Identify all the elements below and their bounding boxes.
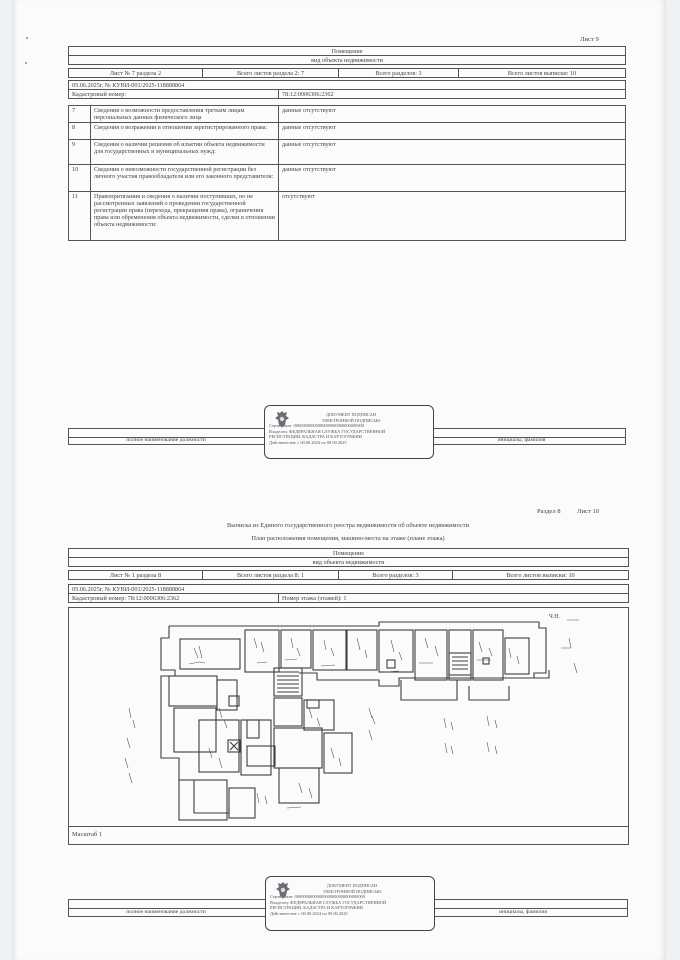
- total-sheets: Всего листов выписки: 10: [506, 571, 575, 579]
- stamp-validity: Действителен: с 00.00.2024 по 00.00.2025: [269, 439, 347, 445]
- object-type-caption: вид объекта недвижимости: [311, 56, 383, 64]
- signature-divider: [625, 428, 626, 444]
- stamp-certificate: Сертификат: 0000000000000000000000000000…: [270, 894, 365, 900]
- row-value: данные отсутствуют: [282, 166, 336, 173]
- position-caption: полное наименование должности: [126, 909, 206, 915]
- stamp-line: ДОКУМЕНТ ПОДПИСАН: [325, 412, 377, 417]
- row-value: данные отсутствуют: [282, 124, 336, 131]
- table-row: 9 Сведения о наличии решения об изъятии …: [68, 139, 626, 165]
- cadastral-row: Кадастровый номер: 78:12:0006306:2362: [68, 89, 626, 99]
- signature-divider: [68, 899, 69, 916]
- stamp-line: ЭЛЕКТРОННОЙ ПОДПИСЬЮ: [321, 417, 381, 423]
- stamp-owner-cont: РЕГИСТРАЦИИ, КАДАСТРА И КАРТОГРАФИИ: [269, 434, 362, 440]
- row-number: 9: [69, 140, 91, 164]
- coat-of-arms-icon: [276, 882, 290, 898]
- cadastral-label: Кадастровый номер:: [69, 90, 279, 98]
- row-label: Сведения о невозможности государственной…: [91, 165, 279, 191]
- coat-of-arms-icon: [275, 411, 289, 427]
- stamp-line: ДОКУМЕНТ ПОДПИСАН: [326, 883, 378, 888]
- row-label: Сведения о возможности предоставления тр…: [91, 106, 279, 122]
- sheets-in-section: Всего листов раздела 2: 7: [203, 69, 339, 77]
- stamp-validity: Действителен: с 00.00.2024 по 00.00.2025: [270, 910, 348, 916]
- sheet-label: Лист 9: [580, 36, 599, 43]
- table-row: 10 Сведения о невозможности государствен…: [68, 164, 626, 192]
- signature-divider: [627, 899, 628, 916]
- scale-label: Масштаб 1: [72, 831, 103, 838]
- row-label: Сведения о возражении в отношении зареги…: [91, 123, 279, 139]
- signature-divider: [68, 428, 69, 444]
- table-row: 11 Правопритязания и сведения о наличии …: [68, 191, 626, 241]
- table-row: 8 Сведения о возражении в отношении заре…: [68, 122, 626, 140]
- document-title: Выписка из Единого государственного реес…: [226, 522, 469, 529]
- section-label: Раздел 8: [537, 508, 561, 515]
- cadastral-value: 78:12:0006306:2362: [282, 90, 334, 98]
- row-number: 10: [69, 165, 91, 191]
- stamp-owner: Владелец: ФЕДЕРАЛЬНАЯ СЛУЖБА ГОСУДАРСТВЕ…: [269, 428, 386, 434]
- row-number: 11: [69, 192, 91, 240]
- total-sections: Всего разделов: 3: [339, 69, 459, 77]
- total-sections: Всего разделов: 3: [339, 571, 453, 579]
- object-type: Помещение: [333, 549, 364, 557]
- stamp-line: ЭЛЕКТРОННОЙ ПОДПИСЬЮ: [322, 888, 382, 894]
- object-type-caption-row: вид объекта недвижимости: [68, 557, 629, 567]
- row-value: отсутствуют: [282, 193, 315, 200]
- electronic-signature-stamp: ДОКУМЕНТ ПОДПИСАН ЭЛЕКТРОННОЙ ПОДПИСЬЮ С…: [265, 876, 435, 931]
- floor-plan-drawing: [124, 619, 579, 821]
- extract-number: 05.06.2025г. № КУВИ-001/2025-118888864: [72, 585, 185, 593]
- total-sheets: Всего листов выписки: 10: [507, 69, 577, 77]
- cadastral-row: Кадастровый номер: 78:12:0006306:2362 Но…: [68, 593, 629, 603]
- name-caption: инициалы, фамилия: [499, 909, 547, 915]
- sheet-in-section: Лист № 7 раздела 2: [69, 69, 203, 77]
- meta-row: Лист № 7 раздела 2 Всего листов раздела …: [68, 68, 626, 78]
- scale-divider: [69, 826, 628, 827]
- floor-number: Номер этажа (этажей): 1: [282, 594, 347, 602]
- row-value: данные отсутствуют: [282, 107, 336, 114]
- stamp-owner-cont: РЕГИСТРАЦИИ, КАДАСТРА И КАРТОГРАФИИ: [270, 905, 363, 911]
- floor-plan-frame: Ч.Н. Масштаб 1: [68, 607, 629, 845]
- meta-row: Лист № 1 раздела 8 Всего листов раздела …: [68, 570, 629, 580]
- scan-speck: [25, 62, 27, 64]
- object-type-caption-row: вид объекта недвижимости: [68, 55, 626, 65]
- object-type-caption: вид объекта недвижимости: [312, 558, 385, 566]
- electronic-signature-stamp: ДОКУМЕНТ ПОДПИСАН ЭЛЕКТРОННОЙ ПОДПИСЬЮ С…: [264, 405, 434, 459]
- row-label: Правопритязания и сведения о наличии пос…: [91, 192, 279, 240]
- document-subtitle: План расположения помещения, машино-мест…: [251, 535, 445, 542]
- sheet-in-section: Лист № 1 раздела 8: [69, 571, 203, 579]
- extract-number: 05.06.2025г. № КУВИ-001/2025-118888864: [72, 81, 185, 89]
- position-caption: полное наименование должности: [126, 437, 206, 443]
- row-number: 8: [69, 123, 91, 139]
- stamp-owner: Владелец: ФЕДЕРАЛЬНАЯ СЛУЖБА ГОСУДАРСТВЕ…: [270, 899, 387, 905]
- row-value: данные отсутствуют: [282, 141, 336, 148]
- cadastral-number: Кадастровый номер: 78:12:0006306:2362: [69, 594, 279, 602]
- name-caption: инициалы, фамилия: [497, 437, 546, 443]
- sheets-in-section: Всего листов раздела 8: 1: [203, 571, 339, 579]
- sheet-label: Лист 10: [577, 508, 600, 515]
- table-row: 7 Сведения о возможности предоставления …: [68, 105, 626, 123]
- scan-speck: [26, 37, 28, 39]
- row-label: Сведения о наличии решения об изъятии об…: [91, 140, 279, 164]
- object-type: Помещение: [331, 47, 363, 55]
- row-number: 7: [69, 106, 91, 122]
- plan-marker: Ч.Н.: [549, 614, 560, 620]
- stamp-certificate: Сертификат: 0000000000000000000000000000…: [269, 423, 364, 429]
